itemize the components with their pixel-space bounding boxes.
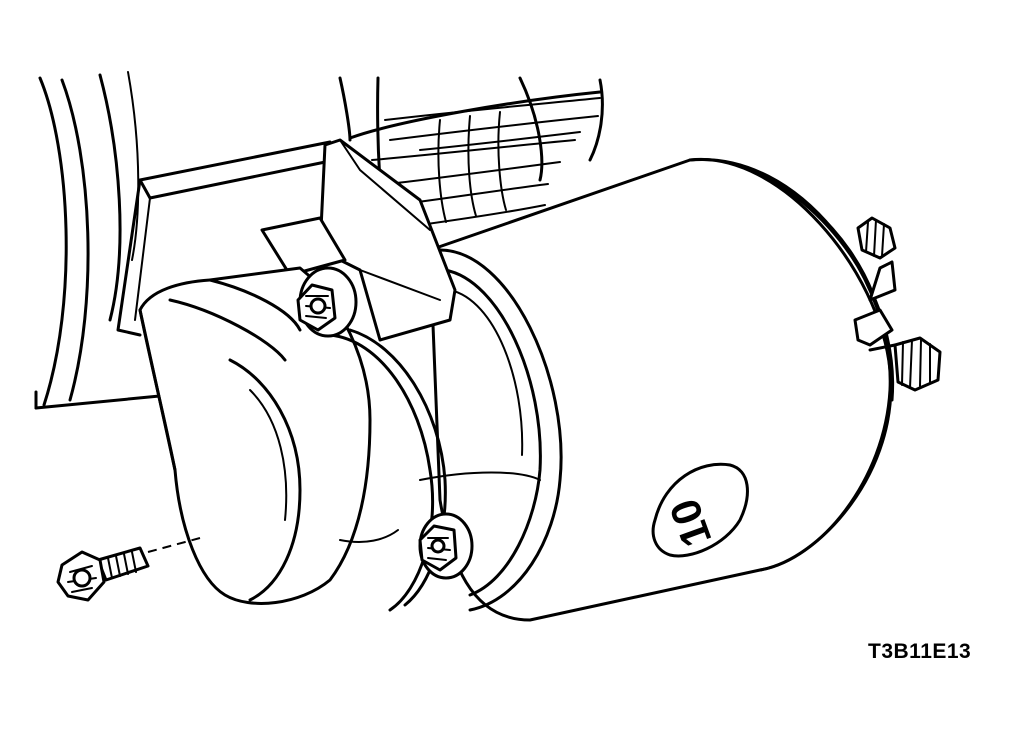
lower-bolt-icon: [418, 512, 474, 580]
upper-bolt-icon: [296, 266, 358, 338]
mounting-bracket: [260, 138, 457, 342]
mounting-bolt-icon: [56, 537, 201, 602]
solenoid-terminal-icon: [853, 216, 942, 392]
figure-code: T3B11E13: [868, 640, 972, 663]
engine-block: [34, 71, 604, 410]
starter-motor-icon: [138, 266, 541, 612]
solenoid-body: [428, 157, 895, 622]
